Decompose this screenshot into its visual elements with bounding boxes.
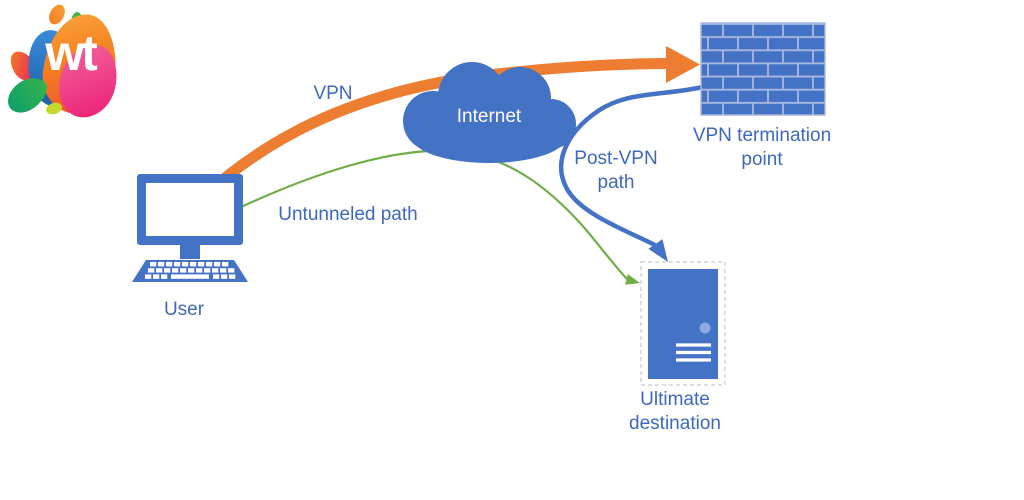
untunneled-edge-label: Untunneled path [278, 204, 418, 225]
monitor-screen [146, 183, 234, 236]
server-icon [640, 261, 726, 386]
vpn-tunnel-arrowhead [666, 46, 700, 83]
vpn-termination-node-label: VPN termination point [692, 125, 832, 170]
post-vpn-edge-label: Post-VPN path [574, 148, 658, 193]
spacebar-key [171, 274, 209, 279]
server-vent-lines [676, 343, 711, 362]
desktop-computer-icon [132, 174, 248, 282]
post-vpn-path-line [558, 84, 704, 248]
cloud-icon [403, 62, 576, 163]
brick-wall-icon [700, 22, 826, 116]
site-logo: wt [2, 1, 130, 124]
post-vpn-path-arrow [558, 84, 704, 262]
vpn-edge-label: VPN [313, 83, 353, 104]
keyboard-keys [145, 262, 236, 279]
internet-node-label: Internet [456, 106, 522, 127]
server-power-dot [699, 322, 711, 334]
monitor-stand [180, 245, 200, 259]
logo-text: wt [45, 25, 98, 81]
post-vpn-path-arrowhead [648, 239, 668, 262]
user-node-label: User [163, 299, 205, 320]
ultimate-destination-node-label: Ultimate destination [629, 389, 721, 434]
untunneled-path-arrowhead [625, 274, 640, 285]
